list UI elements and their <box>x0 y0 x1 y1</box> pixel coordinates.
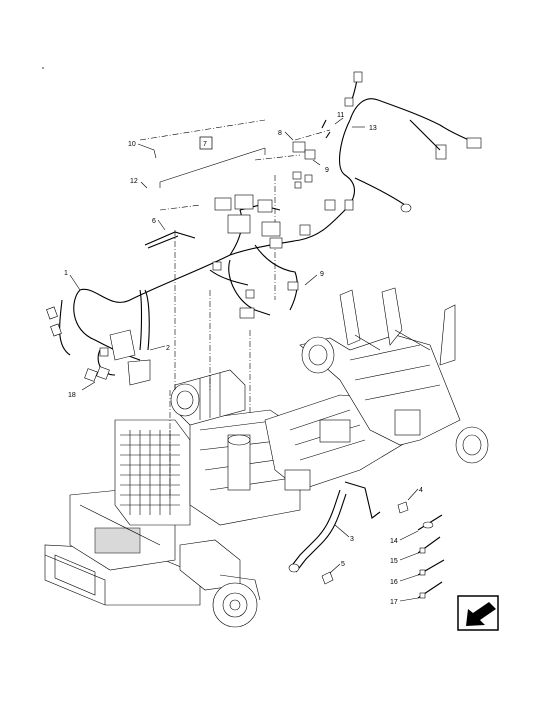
callout-7-box <box>199 136 213 150</box>
callout-labels: 1 2 3 4 5 6 7 8 9 9 10 11 12 13 14 15 16… <box>64 112 423 606</box>
leader-lines <box>69 117 419 602</box>
radiator-grille <box>120 430 180 515</box>
callout-8: 8 <box>278 130 282 137</box>
bracket-assembly <box>288 481 445 599</box>
tractor-chassis <box>44 287 489 628</box>
callout-13: 13 <box>369 125 377 132</box>
callout-9-upper: 9 <box>325 167 329 174</box>
callout-11: 11 <box>337 112 344 119</box>
callout-9-lower: 9 <box>320 271 324 278</box>
callout-15: 15 <box>390 558 398 565</box>
callout-10: 10 <box>128 141 136 148</box>
callout-6: 6 <box>152 218 156 225</box>
callout-16: 16 <box>390 579 398 586</box>
callout-14: 14 <box>390 538 398 545</box>
arrow-down-left-icon[interactable] <box>457 595 499 631</box>
callout-1: 1 <box>64 270 68 277</box>
callout-5: 5 <box>341 561 345 568</box>
callout-2: 2 <box>166 345 170 352</box>
callout-17: 17 <box>390 599 398 606</box>
callout-12: 12 <box>130 178 138 185</box>
callout-7: 7 <box>203 141 207 148</box>
assembly-lines <box>139 119 331 500</box>
callout-3: 3 <box>350 536 354 543</box>
stray-mark <box>42 67 44 69</box>
callout-18: 18 <box>68 392 76 399</box>
wiring-harness <box>46 71 482 386</box>
callout-4: 4 <box>419 487 423 494</box>
